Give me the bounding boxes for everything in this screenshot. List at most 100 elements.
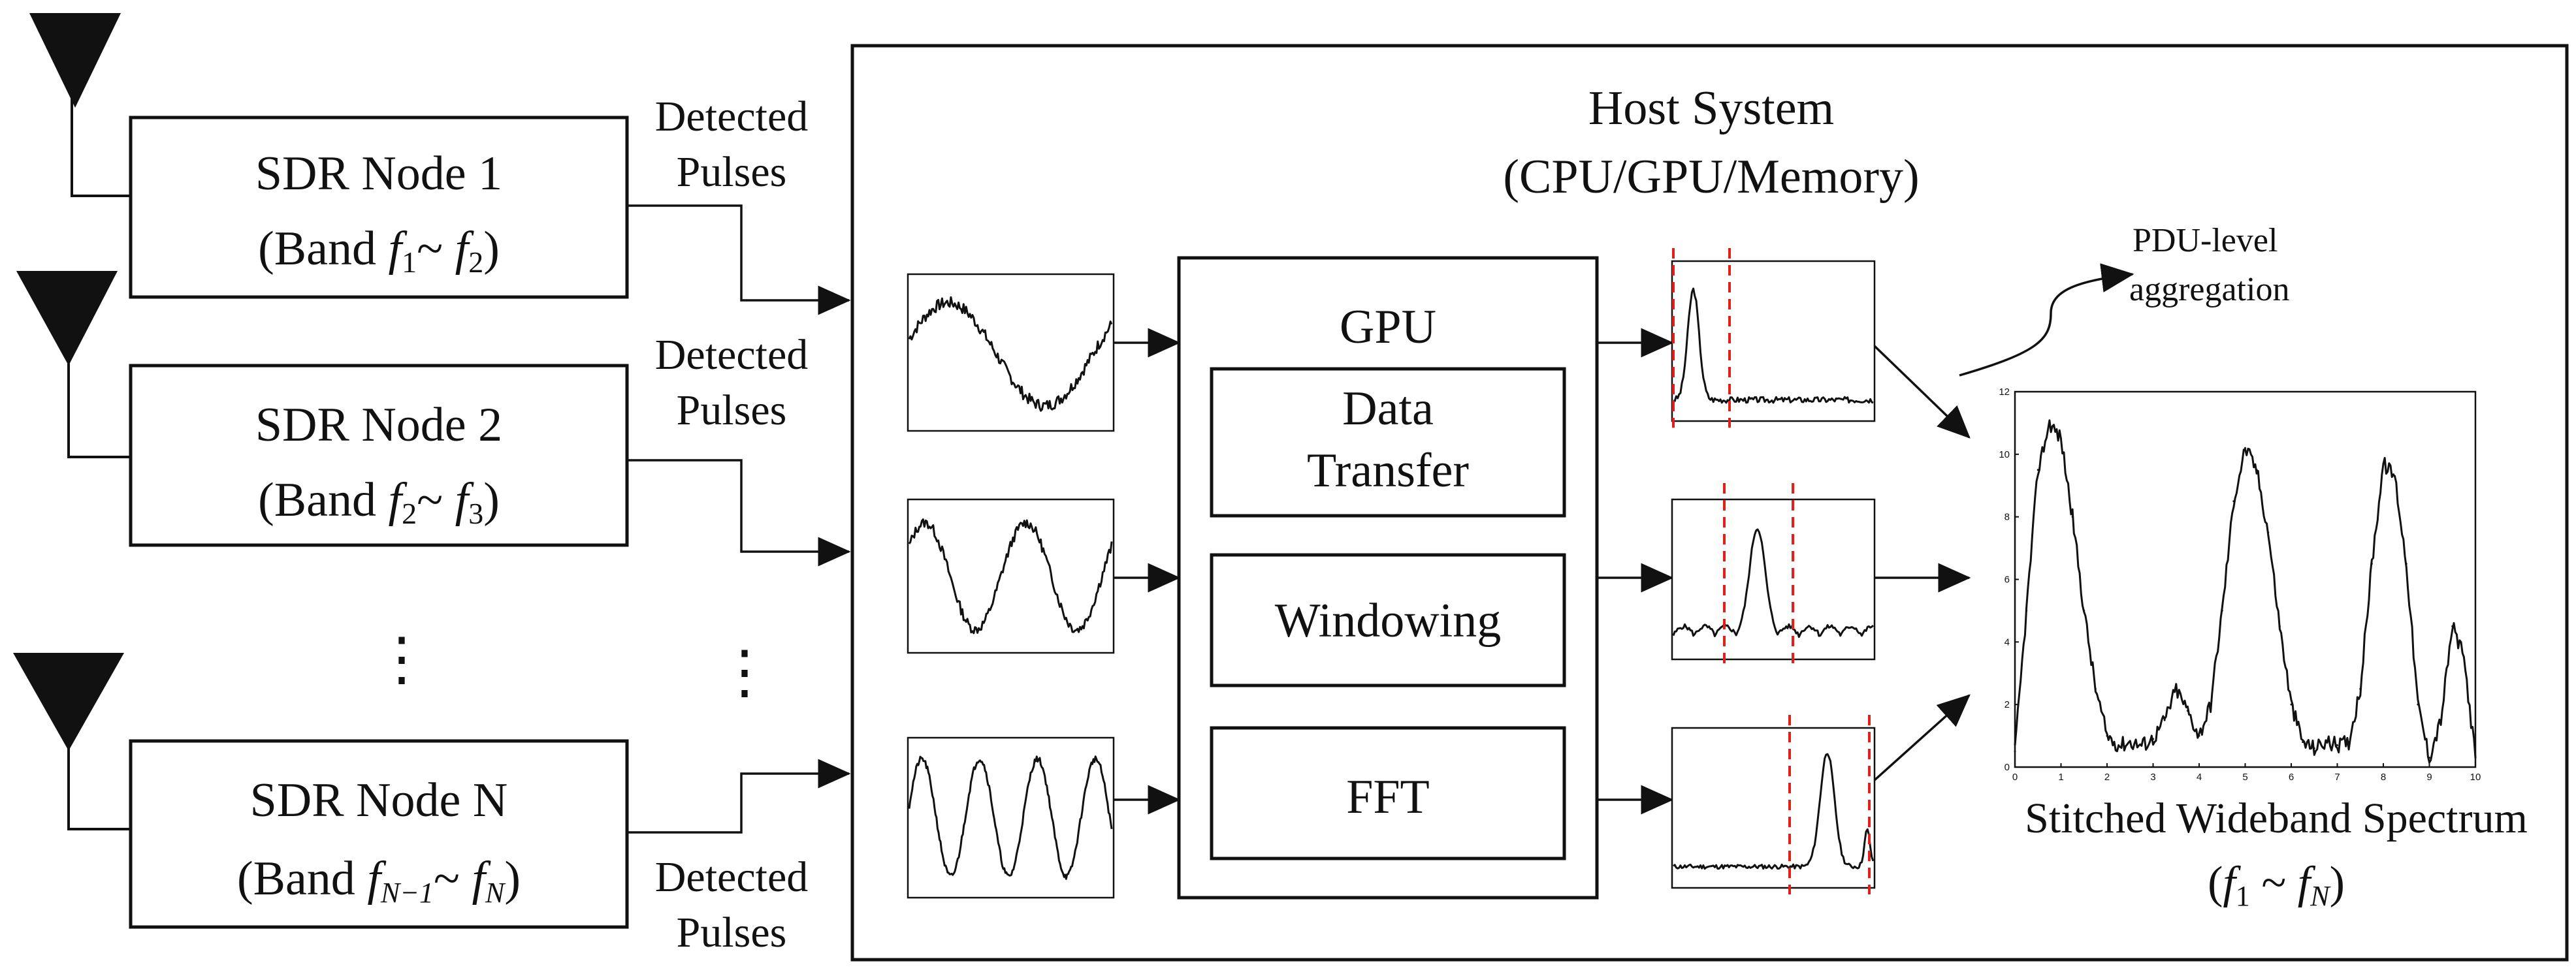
band-spectrum-1 [1671,248,1876,428]
y-tick-label: 4 [2004,637,2010,648]
spectrum-point [2221,609,2223,612]
node-name: SDR Node 2 [255,398,502,452]
pulses-label-1: Detected Pulses [655,93,809,196]
y-tick-label: 6 [2004,575,2010,586]
spectrum-point [2117,744,2120,746]
host-subtitle: (CPU/GPU/Memory) [1503,150,1919,204]
spectrum-point [2140,744,2143,746]
antenna-icon [29,13,131,197]
svg-text:Transfer: Transfer [1307,444,1469,497]
spectrum-point [2071,516,2074,518]
spectrum-point [2359,687,2362,690]
spectrum-point [2048,422,2051,424]
antenna-icon [13,653,131,830]
input-plot-2 [907,498,1115,654]
ellipsis: ⋮ [715,640,774,705]
spectrum-point [2417,703,2419,706]
spectrum-point [2232,500,2235,503]
spectrum-point [2175,687,2178,690]
svg-text:Detected: Detected [655,853,809,901]
spectrum-point [2267,531,2270,534]
spectrum-point [2186,710,2189,712]
sdr-node-n: SDR Node N (Band fN−1~ fN) [129,739,629,929]
x-tick-label: 2 [2104,772,2110,783]
chart-plot-area [2014,390,2477,768]
node-name: SDR Node 1 [255,147,502,200]
y-tick-label: 2 [2004,699,2010,710]
antenna-icon [16,271,131,458]
input-plot-1 [907,273,1115,432]
input-plot-3 [907,736,1115,899]
spectrum-point [2244,447,2246,449]
ellipsis: ⋮ [372,627,431,692]
svg-text:Detected: Detected [655,93,809,140]
output-title: Stitched Wideband Spectrum [2025,795,2528,842]
spectrum-point [2462,656,2465,659]
pulses-label-2: Detected Pulses [655,331,809,434]
spectrum-point [2255,469,2258,471]
band-spectrum-3 [1671,715,1876,894]
spectrum-point [2347,741,2350,744]
x-tick-label: 9 [2426,772,2432,783]
node-band: (Band f2~ f3) [258,473,500,530]
svg-text:aggregation: aggregation [2129,271,2289,308]
svg-text:PDU-level: PDU-level [2133,222,2278,259]
y-tick-label: 10 [1999,449,2010,460]
x-tick-label: 3 [2150,772,2155,783]
spectrum-point [2405,563,2407,565]
stage-fft: FFT [1346,770,1430,824]
aggregation-note: PDU-level aggregation [1959,222,2289,377]
spectrum-point [2428,757,2430,759]
pulses-label-n: Detected Pulses [655,853,809,956]
spectrum-point [2439,719,2442,721]
spectrum-point [2037,469,2039,471]
x-tick-label: 10 [2470,772,2481,783]
gpu-input-arrows [1114,328,1181,815]
spectrum-point [2290,703,2293,706]
sdr-node-2: SDR Node 2 (Band f2~ f3) [129,364,629,547]
x-tick-label: 0 [2012,772,2018,783]
spectrum-series-line [2014,419,2477,764]
node-band: (Band fN−1~ fN) [237,852,521,909]
svg-text:Detected: Detected [655,331,809,379]
svg-text:Pulses: Pulses [677,386,787,434]
node-name: SDR Node N [250,774,508,827]
spectrum-point [2083,609,2085,612]
x-tick-label: 8 [2381,772,2386,783]
spectrum-point [2278,625,2281,627]
x-tick-label: 5 [2242,772,2247,783]
svg-text:Pulses: Pulses [677,909,787,956]
spectrum-point [2129,741,2131,744]
spectrum-point [2094,687,2097,690]
y-tick-label: 12 [1999,386,2010,398]
node-connectors [627,204,851,834]
y-tick-label: 0 [2004,762,2010,773]
band-spectrum-2 [1671,483,1876,666]
spectrum-point [2014,750,2016,753]
gpu-block: GPU Data Transfer Windowing FFT [1177,256,1599,900]
y-tick-label: 8 [2004,512,2010,523]
output-label: Stitched Wideband Spectrum (f1 ~ fN) [2025,795,2528,912]
spectrum-point [2106,734,2108,737]
host-title: Host System [1588,82,1834,135]
spectrum-point [2302,741,2304,744]
spectrum-point [2313,747,2315,749]
x-tick-label: 1 [2058,772,2063,783]
spectrum-point [2060,437,2062,440]
spectrum-point [2210,703,2212,706]
node-band: (Band f1~ f2) [258,222,500,279]
gpu-title: GPU [1340,300,1436,354]
spectrum-point [2163,719,2166,721]
spectrum-point [2025,609,2028,612]
x-tick-label: 4 [2197,772,2202,783]
stage-data-transfer: Data [1342,382,1434,435]
spectrum-point [2394,475,2396,477]
x-tick-label: 6 [2289,772,2294,783]
spectrum-point [2336,744,2338,746]
spectrum-point [2198,734,2200,737]
spectrum-point [2325,741,2327,744]
sdr-node-1: SDR Node 1 (Band f1~ f2) [129,116,629,299]
x-tick-label: 7 [2334,772,2340,783]
